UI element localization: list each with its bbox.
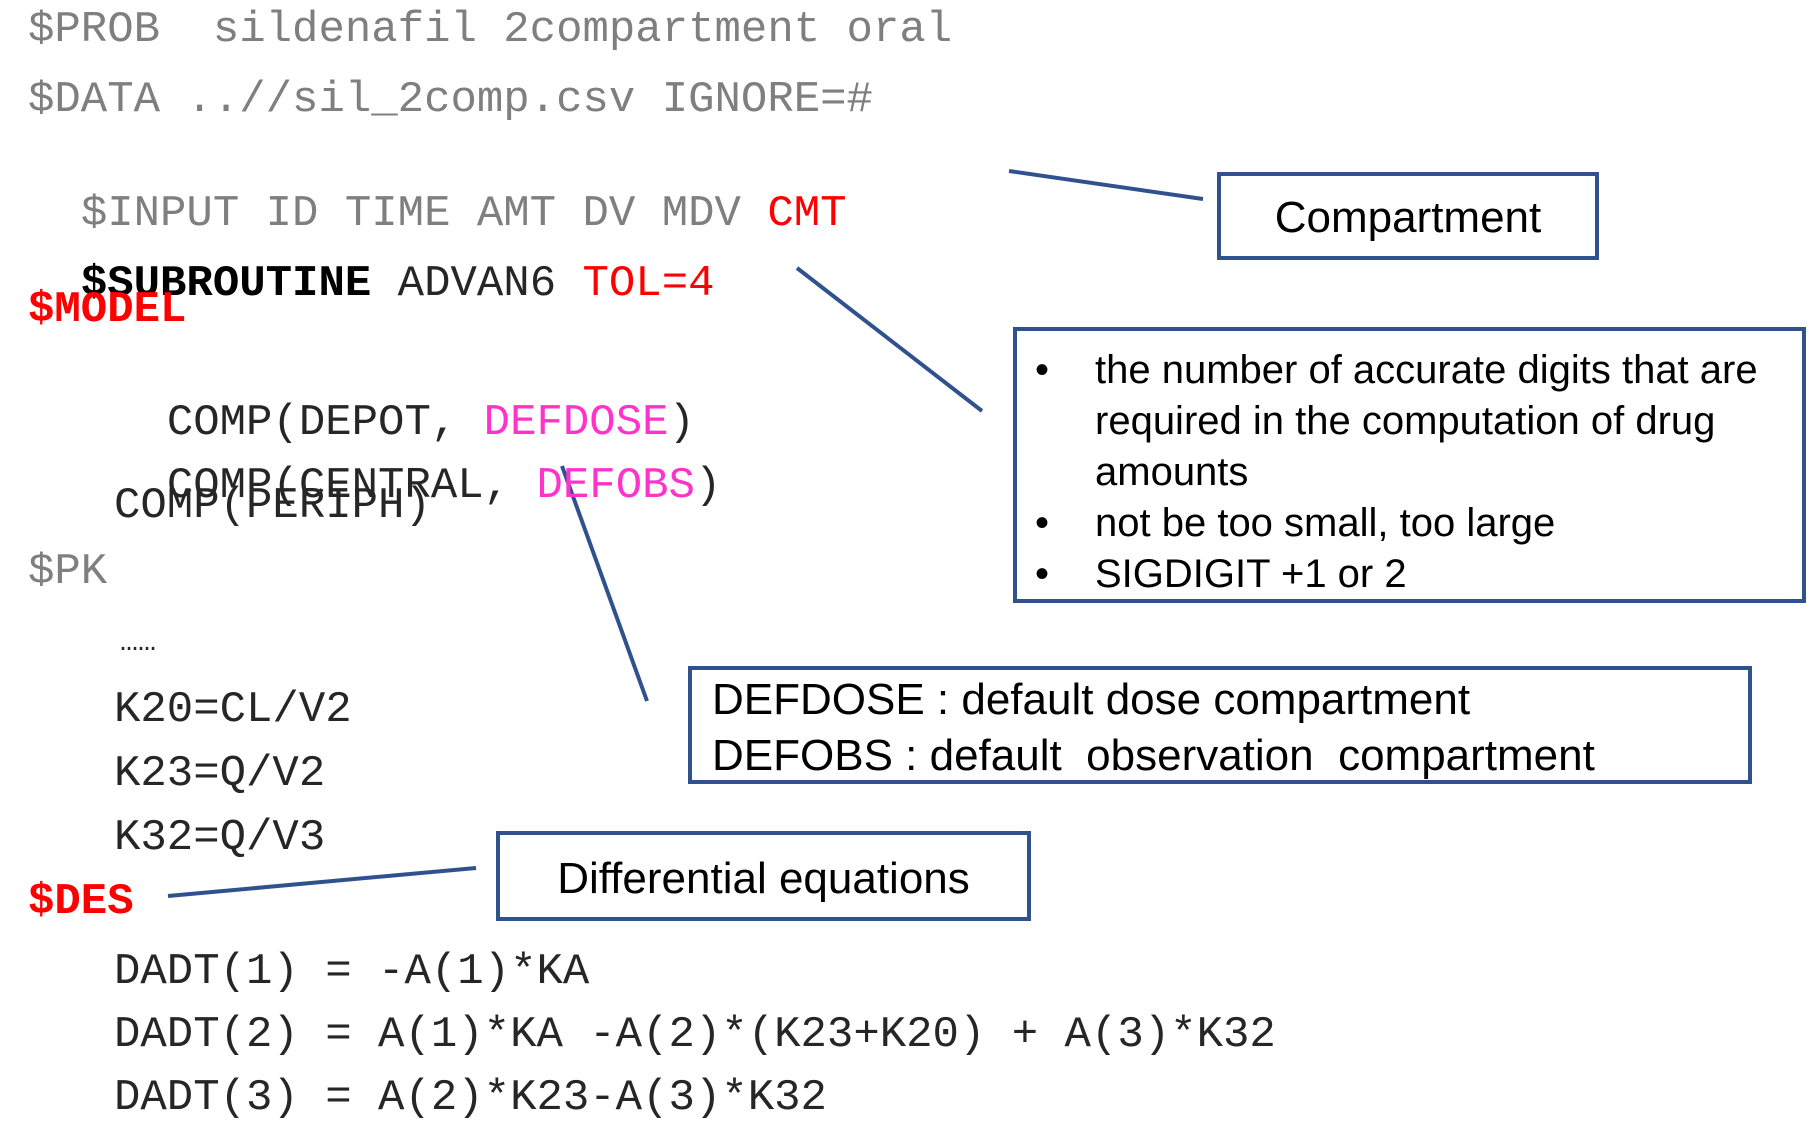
line-pk: $PK [28,547,108,597]
comp-depot-prefix: COMP(DEPOT, [166,398,484,448]
line-subroutine: $SUBROUTINE ADVAN6 TOL=4 [28,218,715,306]
tol-bullet-2: •not be too small, too large [1035,501,1556,545]
line-comp-central: COMP(CENTRAL, DEFOBS) [114,420,722,511]
input-cmt: CMT [767,189,847,239]
line-dadt3: DADT(3) = A(2)*K23-A(3)*K32 [114,1073,827,1123]
callout-compartment: Compartment [1217,172,1599,260]
line-k23: K23=Q/V2 [114,749,326,799]
line-dadt1: DADT(1) = -A(1)*KA [114,947,590,997]
line-comp-depot: COMP(DEPOT, DEFDOSE) [114,357,695,445]
subroutine-keyword: $SUBROUTINE [80,259,372,309]
subroutine-advan: ADVAN6 [371,259,583,309]
defobs-definition: DEFOBS : default observation compartment [712,731,1595,780]
line-des: $DES [28,877,134,927]
line-k32: K32=Q/V3 [114,813,326,863]
comp-depot-defdose: DEFDOSE [483,398,669,448]
connector-defobs [560,465,649,702]
callout-tol: •the number of accurate digits that are … [1013,327,1806,603]
callout-differential-equations: Differential equations [496,831,1031,921]
subroutine-tol: TOL=4 [582,259,715,309]
connector-tol [795,266,984,413]
line-prob: $PROB sildenafil 2compartment oral [28,5,953,55]
tol-bullet-1: •the number of accurate digits that are … [1035,348,1758,494]
differential-equations-text: Differential equations [557,854,970,903]
line-k20: K20=CL/V2 [114,685,352,735]
comp-central-prefix: COMP(CENTRAL, [166,461,537,511]
line-dadt2: DADT(2) = A(1)*KA -A(2)*(K23+K20) + A(3)… [114,1010,1276,1060]
callout-defdose-defobs: DEFDOSE : default dose compartment DEFOB… [688,666,1752,784]
line-input: $INPUT ID TIME AMT DV MDV CMT [28,148,847,236]
comp-central-defobs: DEFOBS [536,461,695,511]
comp-central-suffix: ) [694,461,722,511]
line-ellipsis: …… [120,626,157,660]
line-comp-periph: COMP(PERIPH) [114,481,431,531]
line-model: $MODEL [28,285,187,335]
defdose-definition: DEFDOSE : default dose compartment [712,675,1471,724]
line-data: $DATA ..//sil_2comp.csv IGNORE=# [28,75,873,125]
comp-depot-suffix: ) [668,398,695,448]
connector-cmt [1008,169,1204,201]
input-fields: $INPUT ID TIME AMT DV MDV [80,189,768,239]
tol-bullet-3: •SIGDIGIT +1 or 2 [1035,552,1407,596]
connector-des [167,866,477,898]
tol-bullet-list: •the number of accurate digits that are … [1017,345,1788,600]
callout-compartment-text: Compartment [1274,193,1542,242]
